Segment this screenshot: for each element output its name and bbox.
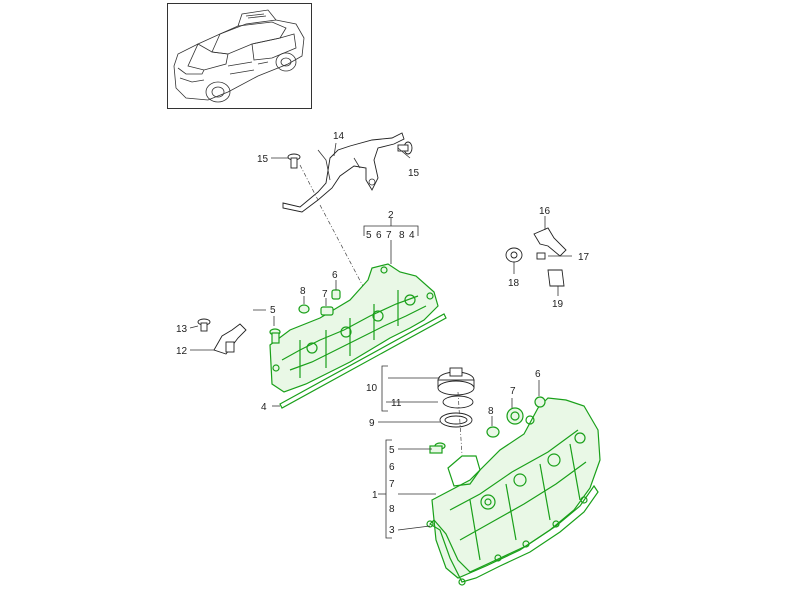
callout-2[interactable]: 2 xyxy=(388,210,394,221)
callout-15-left[interactable]: 15 xyxy=(257,154,269,165)
part-6-lower xyxy=(534,396,546,408)
gasket-upper xyxy=(279,313,447,409)
callout-15-right[interactable]: 15 xyxy=(408,168,420,179)
callout-18[interactable]: 18 xyxy=(508,278,520,289)
callout-6-right[interactable]: 6 xyxy=(535,369,541,380)
callout-10[interactable]: 10 xyxy=(366,383,378,394)
callout-5-lower[interactable]: 5 xyxy=(389,445,395,456)
callout-2-sub-6[interactable]: 6 xyxy=(376,230,382,241)
sensor-bolt xyxy=(197,318,211,332)
car-suv-icon xyxy=(173,9,305,103)
oil-filler-cap xyxy=(437,367,475,396)
callout-9[interactable]: 9 xyxy=(369,418,375,429)
seal-8-upper xyxy=(298,304,310,314)
callout-5-upper[interactable]: 5 xyxy=(270,305,276,316)
filler-neck-seal xyxy=(439,412,473,428)
cap-seal xyxy=(442,395,474,409)
part-7-lower xyxy=(506,407,524,425)
callout-17[interactable]: 17 xyxy=(578,252,590,263)
washer xyxy=(505,247,523,263)
callout-12[interactable]: 12 xyxy=(176,346,188,357)
bolt-left xyxy=(287,153,301,169)
temperature-sensor xyxy=(547,269,565,287)
callout-7-right[interactable]: 7 xyxy=(510,386,516,397)
bolt-5-upper xyxy=(269,328,281,344)
part-6-upper xyxy=(331,289,341,300)
callout-2-sub-8[interactable]: 8 xyxy=(399,230,405,241)
callout-6-upper[interactable]: 6 xyxy=(332,270,338,281)
callout-8-lower[interactable]: 8 xyxy=(389,504,395,515)
callout-8-right[interactable]: 8 xyxy=(488,406,494,417)
vehicle-thumbnail xyxy=(167,3,312,109)
callout-4[interactable]: 4 xyxy=(261,402,267,413)
callout-1[interactable]: 1 xyxy=(372,490,378,501)
seal-8-lower xyxy=(486,426,500,438)
valve-cover-lower xyxy=(431,397,601,579)
camshaft-sensor xyxy=(213,323,247,355)
callout-7-lower[interactable]: 7 xyxy=(389,479,395,490)
callout-8-upper[interactable]: 8 xyxy=(300,286,306,297)
callout-13[interactable]: 13 xyxy=(176,324,188,335)
callout-2-sub-4[interactable]: 4 xyxy=(409,230,415,241)
bolt-right xyxy=(397,141,413,155)
callout-2-sub-7[interactable]: 7 xyxy=(386,230,392,241)
valve-cover-upper xyxy=(269,263,439,393)
callout-16[interactable]: 16 xyxy=(539,206,551,217)
small-bolt xyxy=(536,252,546,260)
callout-14[interactable]: 14 xyxy=(333,131,345,142)
callout-19[interactable]: 19 xyxy=(552,299,564,310)
callout-11[interactable]: 11 xyxy=(391,398,402,409)
sensor-bracket xyxy=(533,227,567,257)
callout-2-sub-5[interactable]: 5 xyxy=(366,230,372,241)
bolt-5-lower xyxy=(429,442,446,454)
callout-6-lower[interactable]: 6 xyxy=(389,462,395,473)
part-7-upper xyxy=(320,306,334,316)
wiring-bracket xyxy=(282,132,405,213)
callout-3[interactable]: 3 xyxy=(389,525,395,536)
callout-7-upper[interactable]: 7 xyxy=(322,289,328,300)
gasket-lower xyxy=(429,484,599,583)
